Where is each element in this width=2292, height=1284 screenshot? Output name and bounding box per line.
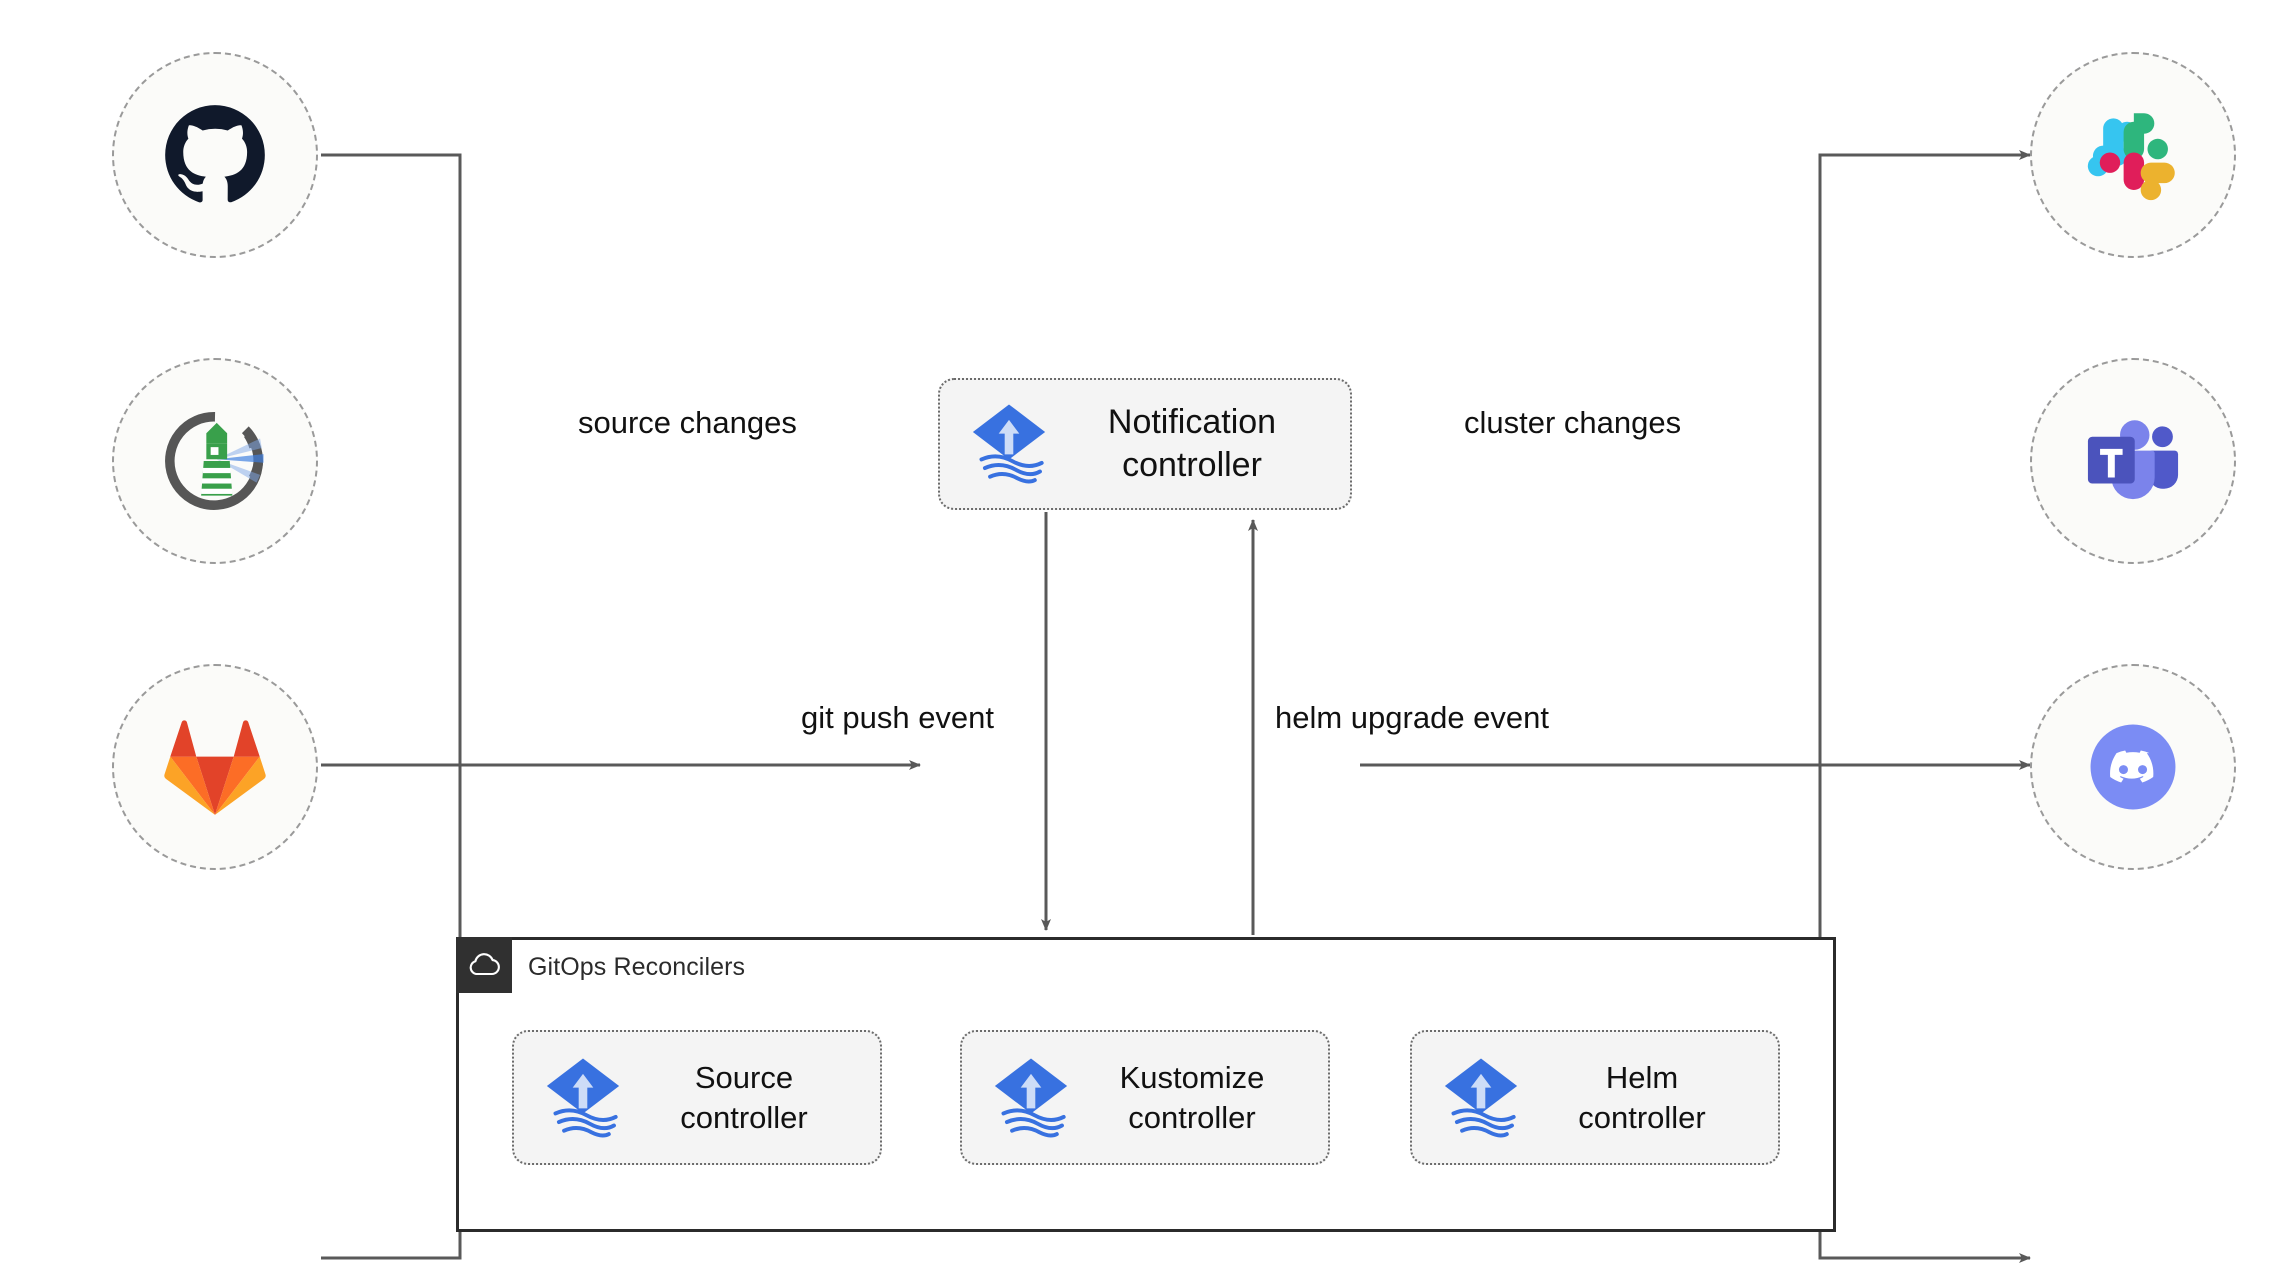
notification-controller-node[interactable]: Notification controller [938,378,1352,510]
flux-icon [546,1057,620,1137]
source-controller-node[interactable]: Source controller [512,1030,882,1165]
gitlab-icon [164,720,266,815]
ms-teams-icon [2087,420,2179,500]
kc-line-2: controller [1128,1099,1256,1135]
destination-node-slack[interactable] [2030,52,2236,258]
source-node-gitlab[interactable] [112,664,318,870]
slack-icon [2087,113,2175,201]
flux-icon [994,1057,1068,1137]
edge-gitlab-to-bus [321,765,462,1260]
sc-line-2: controller [680,1099,808,1135]
flux-icon [1444,1057,1518,1137]
source-node-fluxcd[interactable] [112,358,318,564]
destination-node-discord[interactable] [2030,664,2236,870]
nc-line-1: Notification [1107,403,1277,442]
source-controller-label: Source controller [626,1058,880,1136]
discord-icon [2090,724,2176,810]
flux-icon [972,404,1046,484]
edge-github-to-bus [321,153,462,765]
edge-label-cluster-changes: cluster changes [1464,405,1682,440]
nc-line-2: controller [1122,446,1262,484]
hc-line-1: Helm [1605,1060,1679,1096]
hc-line-2: controller [1578,1099,1706,1135]
edge-label-git-push-event: git push event [801,700,995,735]
github-icon [165,105,265,203]
kustomize-controller-node[interactable]: Kustomize controller [960,1030,1330,1165]
cloud-badge [456,937,512,993]
sc-line-1: Source [694,1060,794,1096]
kc-line-1: Kustomize [1119,1060,1265,1096]
cloud-icon [469,953,500,976]
edge-bus-to-discord [1818,765,2031,1263]
gitops-reconcilers-title: GitOps Reconcilers [528,953,746,981]
helm-controller-node[interactable]: Helm controller [1410,1030,1780,1165]
edge-label-source-changes: source changes [578,405,797,440]
edge-bus-to-slack [1818,150,2031,765]
notification-controller-label: Notification controller [1052,401,1350,487]
source-node-github[interactable] [112,52,318,258]
fluxcd-lighthouse-icon [165,412,264,510]
helm-controller-label: Helm controller [1524,1058,1778,1136]
kustomize-controller-label: Kustomize controller [1074,1058,1328,1136]
edge-label-helm-upgrade-event: helm upgrade event [1275,700,1550,735]
destination-node-teams[interactable] [2030,358,2236,564]
